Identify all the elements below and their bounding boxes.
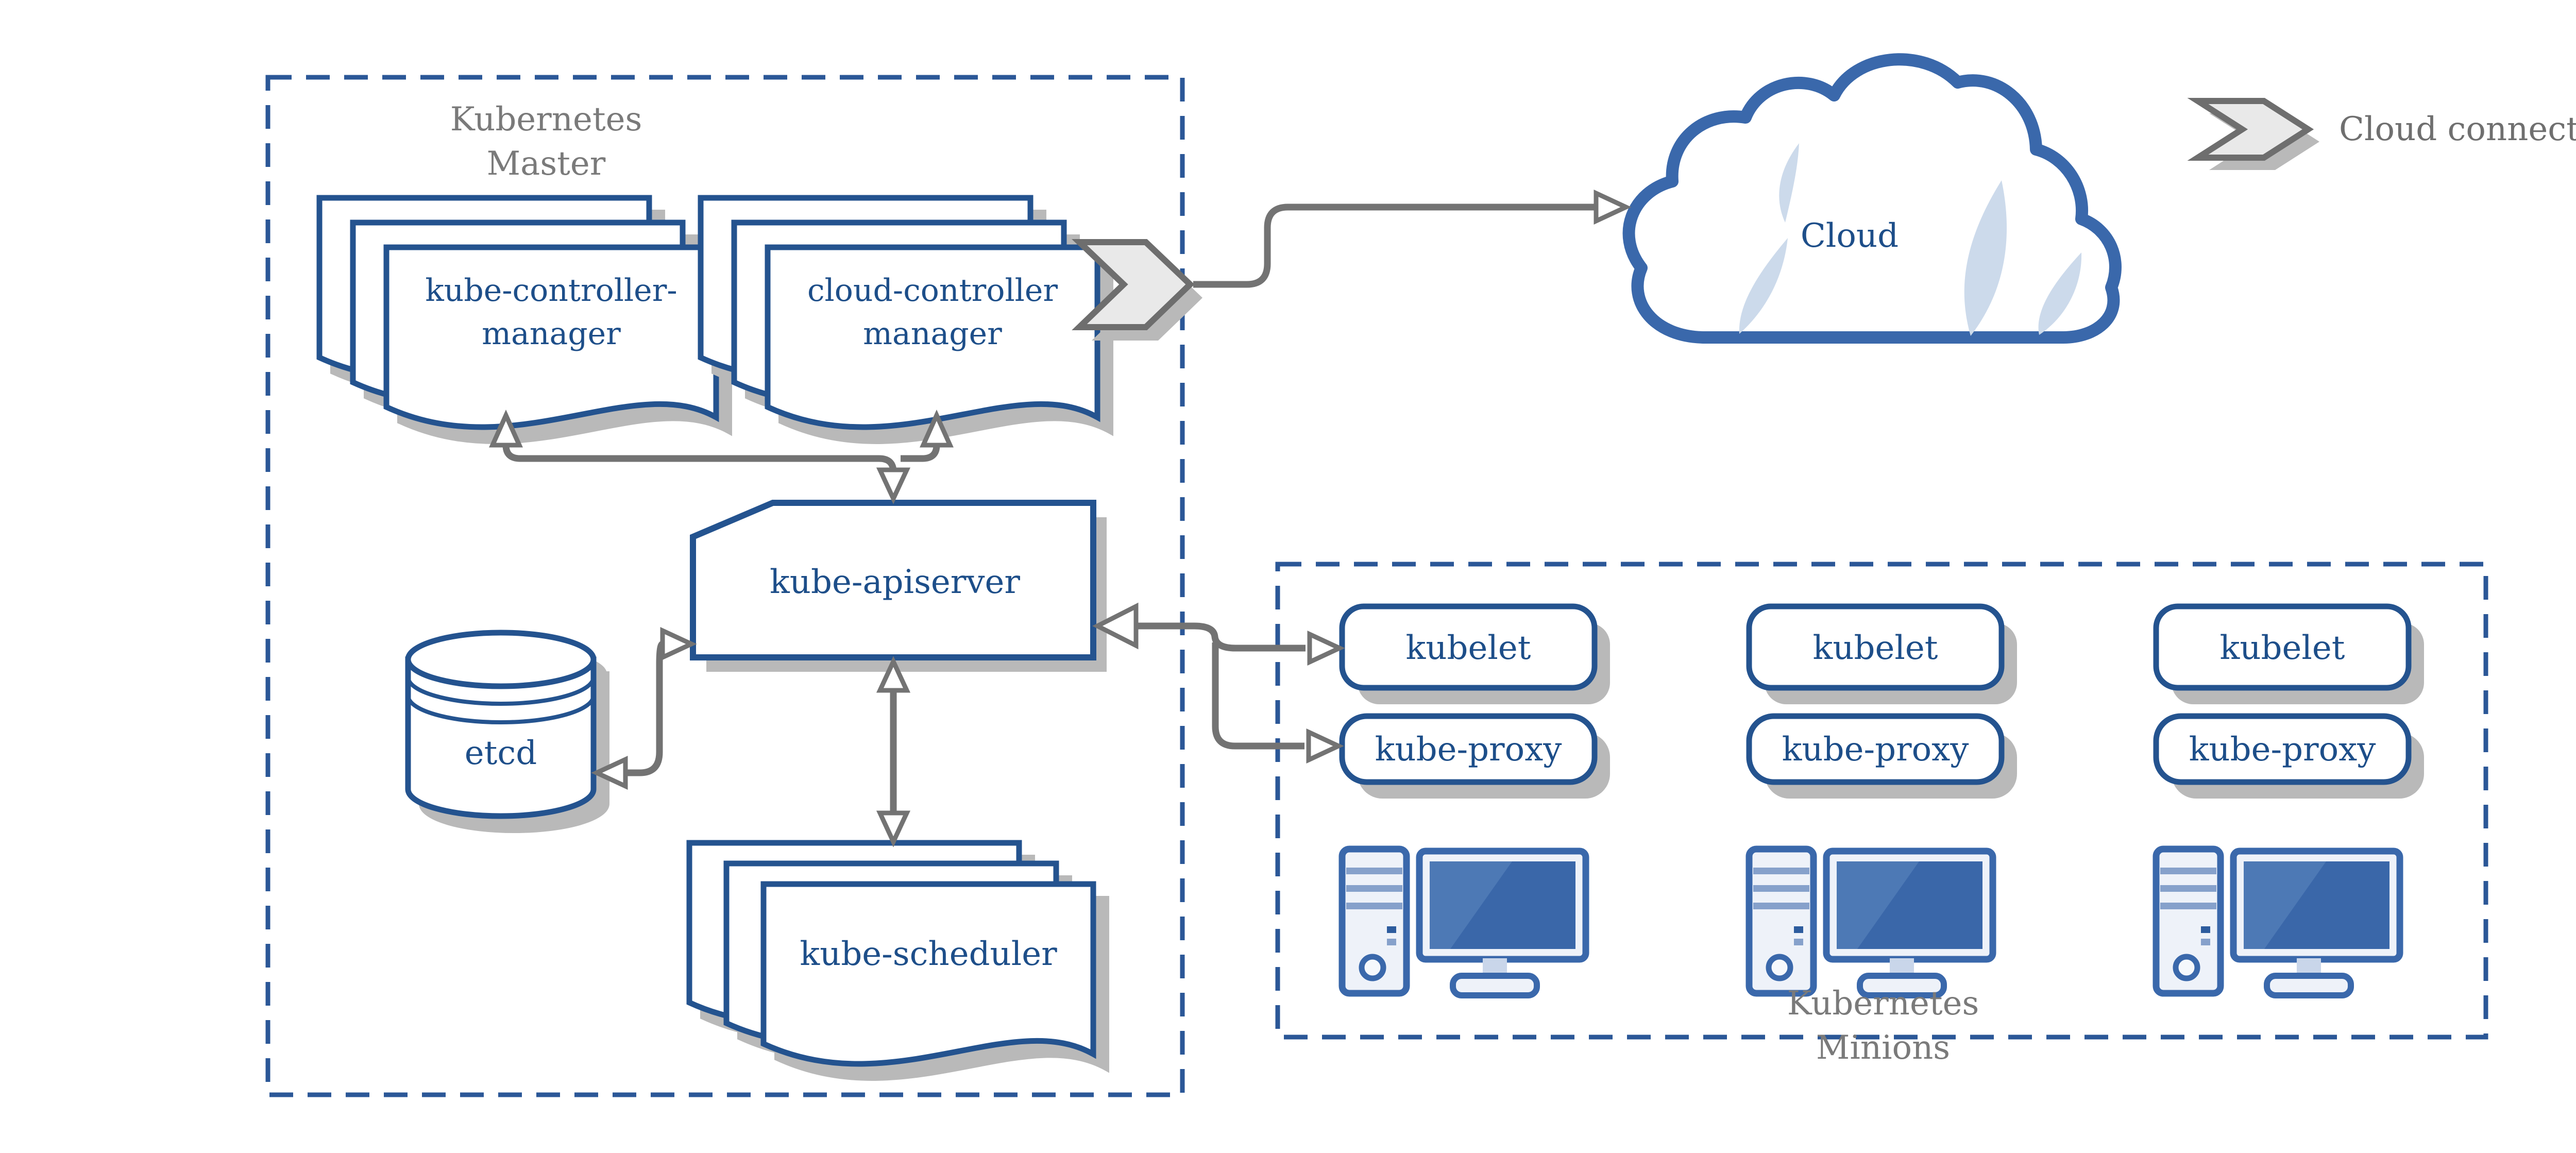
- monitor-icon: [1416, 847, 1589, 998]
- kubelet-label: kubelet: [1813, 629, 1938, 667]
- cloud-controller-manager-label-line2: manager: [863, 316, 1002, 352]
- minions-title-line1: Kubernetes: [1787, 985, 1979, 1023]
- tower-icon: [1745, 845, 1817, 997]
- minion-column: [1745, 603, 2017, 998]
- connectors: [502, 204, 1596, 813]
- arrowhead-left-icon: [591, 755, 628, 790]
- kube-apiserver-label: kube-apiserver: [770, 563, 1020, 601]
- cloud-icon: [1622, 53, 2122, 344]
- cloud-connector-icon: [2187, 98, 2319, 170]
- kubelet-box: [1746, 603, 2005, 691]
- minion-column: [2153, 603, 2424, 998]
- connector-etcd-apiserver: [628, 640, 665, 776]
- connector-apiserver-kubelet: [1136, 622, 1306, 652]
- arrowhead-right-icon: [1594, 189, 1632, 225]
- master-title-line1: Kubernetes: [450, 100, 642, 139]
- cloud-label: Cloud: [1801, 217, 1899, 255]
- kube-proxy-label: kube-proxy: [1375, 731, 1562, 769]
- kube-proxy-box: [1746, 713, 2005, 785]
- kube-apiserver-node: [690, 500, 1107, 672]
- arrowhead-right-icon: [1306, 728, 1344, 764]
- cloud-highlight-slash: [1964, 180, 2007, 336]
- connector-chevron-cloud: [1193, 204, 1596, 288]
- computer-icon: [1745, 845, 1996, 998]
- connector-cloudcontroller-branch: [901, 445, 940, 462]
- minion-column: [1338, 603, 1610, 998]
- etcd-cylinder: [405, 630, 607, 830]
- tower-icon: [1338, 845, 1410, 997]
- cloud-highlight-slash: [1779, 143, 1799, 223]
- kubelet-label: kubelet: [1406, 629, 1531, 667]
- etcd-label: etcd: [465, 734, 537, 772]
- computer-icon: [2153, 845, 2403, 998]
- monitor-icon: [1823, 847, 1996, 998]
- kubelet-box: [2153, 603, 2412, 691]
- arrowhead-up-icon: [920, 409, 954, 448]
- arrowhead-right-icon: [660, 626, 697, 662]
- arrowhead-left-icon: [1092, 602, 1139, 650]
- legend-label: Cloud connector: [2339, 110, 2576, 148]
- arrowhead-up-icon: [876, 656, 911, 693]
- arrowhead-down-icon: [876, 467, 911, 504]
- minion-columns: [1338, 603, 2424, 998]
- tower-icon: [2153, 845, 2224, 997]
- kube-controller-manager-label-line1: kube-controller-: [425, 273, 677, 309]
- cloud-controller-manager-label-line1: cloud-controller: [807, 273, 1058, 309]
- cloud-highlight-slash: [1739, 238, 1788, 334]
- cloud-shape: [1622, 53, 2122, 344]
- arrowhead-right-icon: [1307, 630, 1345, 666]
- kubelet-label: kubelet: [2220, 629, 2345, 667]
- document-page: [764, 884, 1093, 1064]
- cloud-highlight-slash: [2038, 252, 2082, 335]
- kube-proxy-label: kube-proxy: [2189, 731, 2376, 769]
- connector-controllers-apiserver: [502, 445, 897, 493]
- cloud-connector-chevron-icon: [1072, 239, 1202, 341]
- kube-proxy-label: kube-proxy: [1782, 731, 1969, 769]
- minions-title-line2: Minions: [1816, 1029, 1950, 1067]
- connector-apiserver-kubeproxy: [1212, 642, 1304, 750]
- master-boundary: [265, 75, 1185, 1097]
- monitor-icon: [2230, 847, 2403, 998]
- arrowheads: [489, 189, 1632, 847]
- kube-proxy-box: [1339, 713, 1598, 785]
- computer-icon: [1338, 845, 1589, 998]
- kube-controller-manager-label-line2: manager: [482, 316, 621, 352]
- arrowhead-up-icon: [489, 409, 523, 448]
- arrowhead-down-icon: [876, 810, 911, 847]
- legend: Cloud connector: [2187, 98, 2576, 170]
- master-title-line2: Master: [487, 145, 606, 183]
- kube-proxy-box: [2153, 713, 2412, 785]
- kube-scheduler-label: kube-scheduler: [800, 935, 1057, 973]
